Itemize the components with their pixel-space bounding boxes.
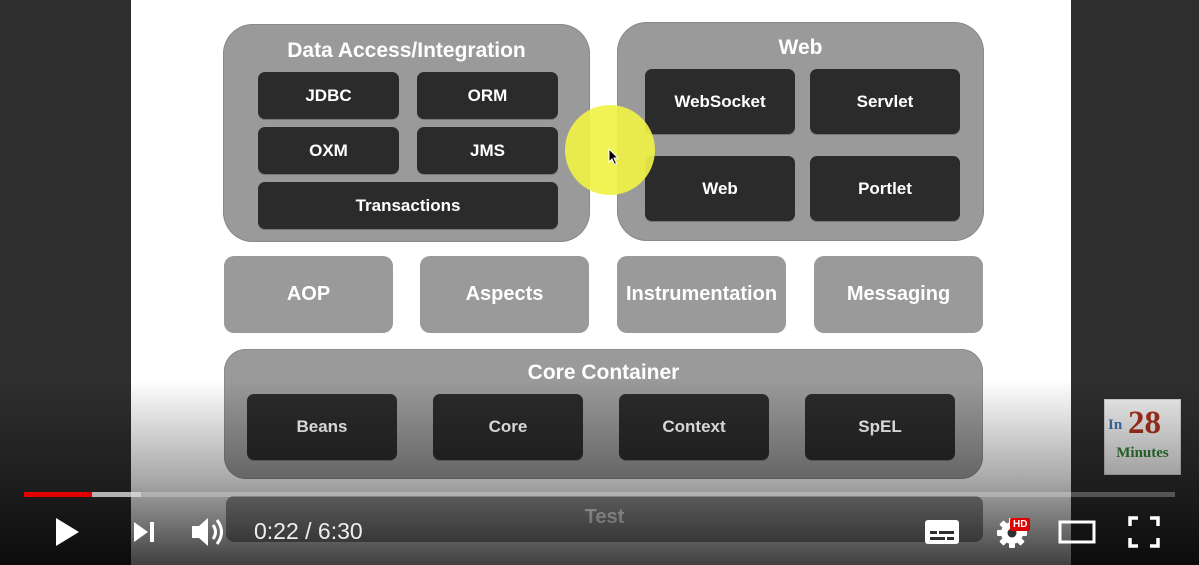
module-spel: SpEL [805,394,955,460]
fullscreen-button[interactable] [1122,510,1166,554]
channel-logo: In 28 Minutes [1104,399,1181,475]
module-web: Web [645,156,795,221]
module-websocket: WebSocket [645,69,795,134]
progress-bar[interactable] [24,492,1175,497]
play-icon [56,518,79,546]
volume-icon [192,518,223,546]
module-jms: JMS [417,127,558,174]
module-instrumentation: Instrumentation [617,256,786,333]
volume-button[interactable] [186,510,232,554]
theater-mode-button[interactable] [1054,512,1100,552]
data-access-title: Data Access/Integration [287,39,526,62]
video-frame[interactable]: Data Access/Integration JDBC ORM OXM JMS… [131,0,1071,565]
module-aop: AOP [224,256,393,333]
hd-badge: HD [1010,518,1031,531]
settings-button[interactable] [990,510,1036,554]
module-beans: Beans [247,394,397,460]
module-aspects: Aspects [420,256,589,333]
subtitles-icon [925,520,959,544]
web-box: Web WebSocket Servlet Web Portlet [617,22,984,241]
theater-mode-icon [1058,520,1096,544]
module-servlet: Servlet [810,69,960,134]
letterbox-left [0,0,131,565]
subtitles-button[interactable] [920,512,964,552]
letterbox-right [1071,0,1199,565]
core-container-box: Core Container Beans Core Context SpEL [224,349,983,479]
module-portlet: Portlet [810,156,960,221]
module-jdbc: JDBC [258,72,399,119]
web-title: Web [778,36,823,59]
fullscreen-icon [1128,516,1160,548]
logo-number: 28 [1128,405,1161,441]
logo-suffix: Minutes [1116,445,1169,461]
data-access-box: Data Access/Integration JDBC ORM OXM JMS… [223,24,590,242]
module-oxm: OXM [258,127,399,174]
next-button[interactable] [124,512,164,552]
mouse-pointer-icon [608,148,620,166]
module-orm: ORM [417,72,558,119]
logo-prefix: In [1108,417,1123,433]
module-messaging: Messaging [814,256,983,333]
skip-next-icon [134,522,154,542]
module-context: Context [619,394,769,460]
module-core: Core [433,394,583,460]
play-button[interactable] [46,512,88,552]
module-transactions: Transactions [258,182,558,229]
progress-played [24,492,92,497]
time-display: 0:22 / 6:30 [254,518,363,544]
core-container-title: Core Container [527,361,680,384]
